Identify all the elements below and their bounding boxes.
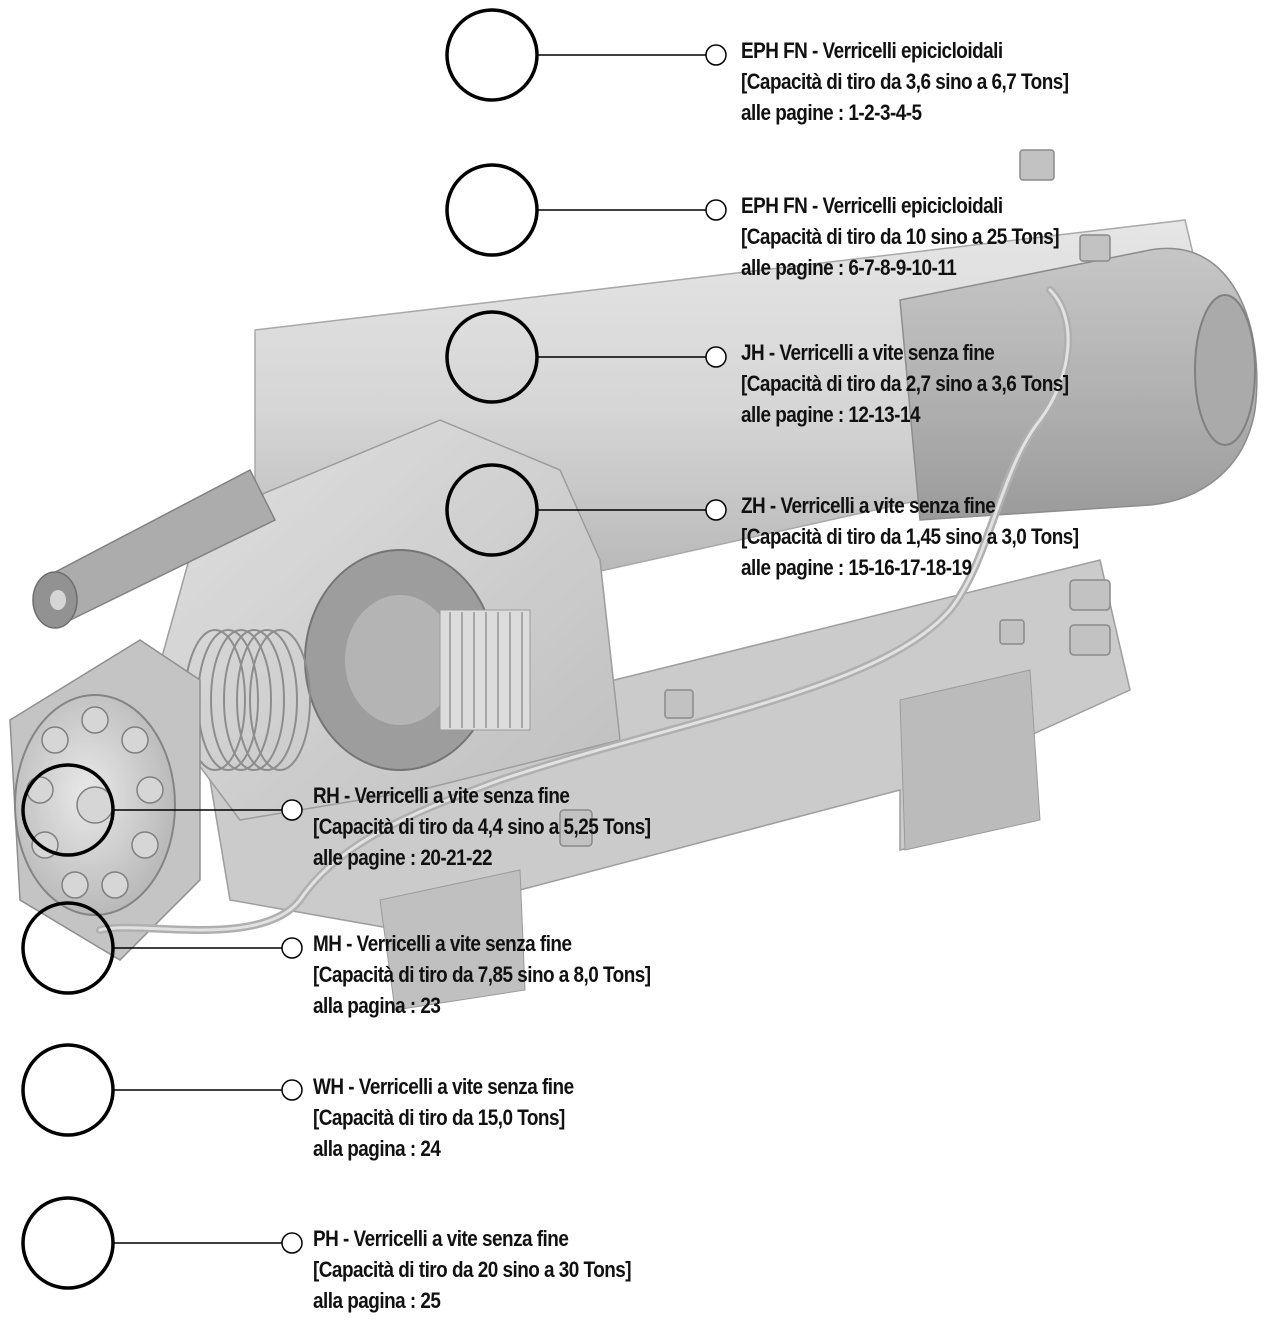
product-title: EPH FN - Verricelli epicicloidali	[741, 193, 1003, 218]
product-title: EPH FN - Verricelli epicicloidali	[741, 38, 1003, 63]
product-pages: alle pagine : 6-7-8-9-10-11	[741, 255, 957, 280]
product-title: PH - Verricelli a vite senza fine	[313, 1226, 569, 1251]
product-capacity: [Capacità di tiro da 3,6 sino a 6,7 Tons…	[741, 69, 1069, 94]
product-pages: alle pagine : 12-13-14	[741, 402, 921, 427]
base-foot-left	[379, 869, 526, 1011]
product-capacity: [Capacità di tiro da 4,4 sino a 5,25 Ton…	[313, 814, 651, 839]
base-foot-right	[899, 669, 1041, 851]
hydraulic-hose-highlight	[98, 288, 1070, 932]
product-entry-6[interactable]: MH - Verricelli a vite senza fine [Capaci…	[313, 928, 651, 1021]
product-pages: alla pagina : 25	[313, 1288, 441, 1313]
product-pages: alle pagine : 20-21-22	[313, 845, 493, 870]
product-entry-5[interactable]: RH - Verricelli a vite senza fine [Capaci…	[313, 780, 651, 873]
product-capacity: [Capacità di tiro da 10 sino a 25 Tons]	[741, 224, 1060, 249]
product-title: ZH - Verricelli a vite senza fine	[741, 493, 996, 518]
product-entry-8[interactable]: PH - Verricelli a vite senza fine [Capaci…	[313, 1223, 632, 1316]
product-capacity: [Capacità di tiro da 2,7 sino a 3,6 Tons…	[741, 371, 1069, 396]
motor-housing	[899, 247, 1258, 521]
pinion-shaft-bore	[50, 590, 66, 610]
product-title: RH - Verricelli a vite senza fine	[313, 783, 570, 808]
hose-fittings	[559, 149, 1111, 847]
inner-gear-hub	[345, 595, 455, 725]
product-entry-3[interactable]: JH - Verricelli a vite senza fine [Capaci…	[741, 337, 1069, 430]
product-pages: alle pagine : 1-2-3-4-5	[741, 100, 922, 125]
product-pages: alla pagina : 23	[313, 993, 441, 1018]
product-capacity: [Capacità di tiro da 20 sino a 30 Tons]	[313, 1257, 632, 1282]
product-capacity: [Capacità di tiro da 7,85 sino a 8,0 Ton…	[313, 962, 651, 987]
product-pages: alla pagina : 24	[313, 1136, 441, 1161]
product-title: WH - Verricelli a vite senza fine	[313, 1074, 574, 1099]
product-entry-4[interactable]: ZH - Verricelli a vite senza fine [Capaci…	[741, 490, 1079, 583]
product-entry-7[interactable]: WH - Verricelli a vite senza fine [Capaci…	[313, 1071, 574, 1164]
product-title: MH - Verricelli a vite senza fine	[313, 931, 572, 956]
motor-end-cap	[1194, 294, 1256, 446]
product-pages: alle pagine : 15-16-17-18-19	[741, 555, 972, 580]
product-title: JH - Verricelli a vite senza fine	[741, 340, 995, 365]
gear-teeth-lines	[449, 612, 523, 728]
product-entry-1[interactable]: EPH FN - Verricelli epicicloidali [Capaci…	[741, 35, 1069, 128]
product-entry-2[interactable]: EPH FN - Verricelli epicicloidali [Capaci…	[741, 190, 1060, 283]
product-capacity: [Capacità di tiro da 1,45 sino a 3,0 Ton…	[741, 524, 1079, 549]
product-capacity: [Capacità di tiro da 15,0 Tons]	[313, 1105, 565, 1130]
